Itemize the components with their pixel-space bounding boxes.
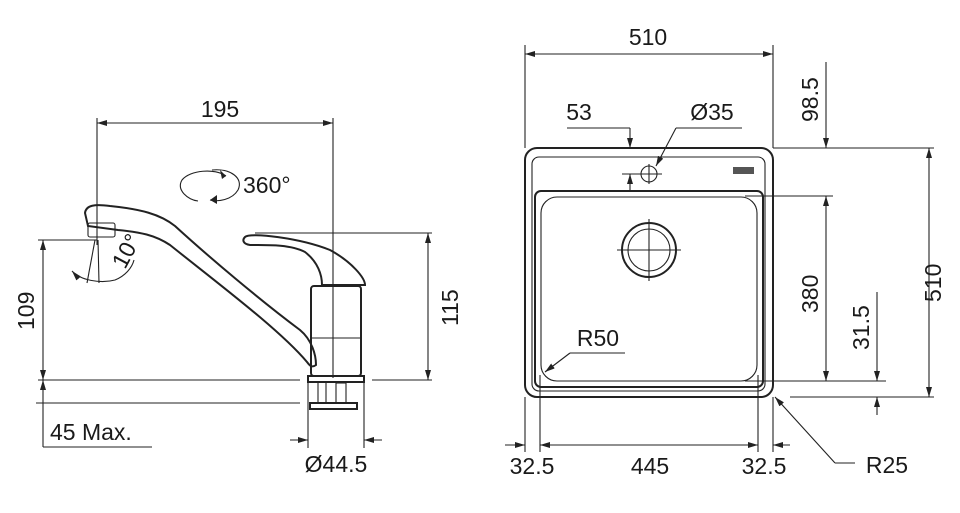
overall-depth-label: 510 [920,264,946,302]
bowl-width-label: 445 [631,453,669,479]
reach-label: 195 [201,96,239,122]
aerator [87,222,116,238]
faucet-body [310,285,362,377]
bowl-depth-label: 380 [797,275,823,313]
faucet-drawing: 195 360° 10° 115 [13,96,463,477]
back-ledge-label: 98.5 [797,77,823,122]
side-right-label: 32.5 [742,453,787,479]
spout-height-label: 109 [13,292,39,330]
mounting-plate [309,402,358,410]
base-diameter-label: Ø44.5 [305,451,368,477]
overall-width-label: 510 [629,24,667,50]
front-ledge-label: 31.5 [848,305,874,350]
lever-handle [242,234,367,286]
sink-deck [531,156,766,392]
bowl-radius-label: R50 [577,325,619,351]
sink-outline [524,147,774,398]
corner-radius-label: R25 [866,452,908,478]
total-height-label: 115 [437,289,463,326]
spray-angle-label: 10° [106,229,145,272]
side-left-label: 32.5 [510,453,555,479]
tap-hole-diameter-label: Ø35 [690,99,733,125]
rotation-icon [180,169,240,204]
base-plate [307,375,365,383]
rotation-label: 360° [243,172,291,198]
brand-logo [733,167,754,174]
bowl-rim [534,190,764,388]
max-thickness-label: 45 Max. [50,419,132,445]
bowl [540,196,758,382]
spout [83,204,318,368]
tap-hole-offset-label: 53 [566,99,592,125]
threaded-rod [335,382,347,404]
sink-drawing: 510 53 Ø35 98.5 510 380 31.5 R50 [505,24,946,479]
